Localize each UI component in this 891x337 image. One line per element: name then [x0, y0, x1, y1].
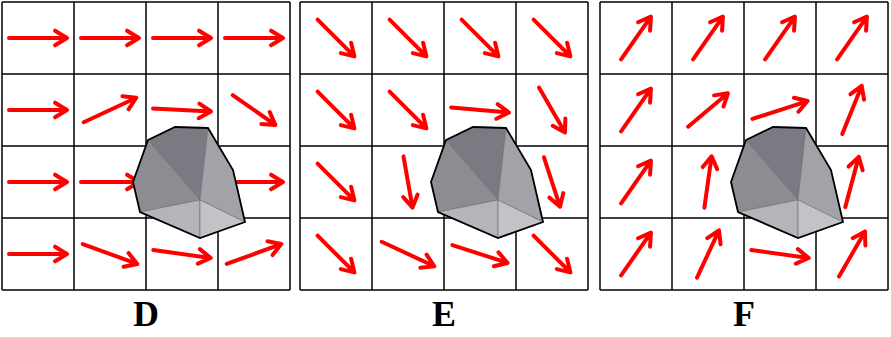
- flow-arrow: [318, 236, 355, 273]
- flow-panel: [600, 2, 888, 290]
- rock-obstacle: [431, 127, 543, 238]
- flow-arrow: [9, 103, 67, 118]
- grid-line: [887, 2, 889, 290]
- flow-arrow: [837, 17, 867, 60]
- flow-arrow: [318, 164, 355, 201]
- flow-arrow: [621, 161, 651, 204]
- flow-arrow: [382, 242, 435, 268]
- flow-arrow: [84, 96, 137, 122]
- rock-facet: [738, 200, 798, 238]
- flow-arrow: [318, 20, 355, 57]
- panel-label: E: [432, 294, 456, 334]
- flow-arrow: [403, 156, 417, 207]
- flow-arrow: [752, 98, 807, 119]
- flow-arrow: [688, 93, 728, 126]
- flow-arrow: [693, 17, 723, 60]
- rock-obstacle: [133, 127, 245, 238]
- flow-arrow: [845, 157, 862, 207]
- flow-arrow: [697, 230, 721, 277]
- rock-facet: [798, 200, 843, 238]
- flow-arrow: [153, 104, 211, 119]
- flow-arrow: [153, 31, 211, 46]
- flow-arrow: [9, 31, 67, 46]
- flow-arrow: [225, 31, 283, 46]
- flow-arrow: [539, 87, 565, 132]
- rock-facet: [133, 140, 200, 212]
- flow-arrow: [621, 233, 651, 276]
- rock-facet: [731, 140, 798, 212]
- flow-arrow: [227, 241, 282, 264]
- flow-arrow: [534, 20, 571, 57]
- flow-arrow: [534, 236, 571, 273]
- panel-label: F: [733, 294, 755, 334]
- flow-arrow: [751, 249, 808, 263]
- flow-arrow: [233, 95, 276, 125]
- grid-line: [600, 289, 888, 291]
- rock-facet: [498, 200, 543, 238]
- flow-arrow: [390, 92, 427, 129]
- flow-arrow: [318, 92, 355, 129]
- grid-line: [289, 2, 291, 290]
- flow-arrow: [621, 17, 651, 60]
- flow-arrow: [390, 20, 427, 57]
- flow-arrow: [703, 156, 717, 207]
- grid-line: [300, 217, 588, 219]
- flow-arrow: [9, 175, 67, 190]
- flow-arrow: [9, 247, 67, 262]
- rock-facet: [438, 200, 498, 238]
- flow-arrow: [462, 20, 499, 57]
- flow-arrow: [81, 31, 139, 46]
- grid-line: [2, 289, 290, 291]
- panel-label: D: [133, 294, 159, 334]
- rock-outline: [133, 127, 245, 238]
- rock-facet: [431, 140, 498, 212]
- flow-arrow: [451, 104, 509, 119]
- flow-panel: [300, 2, 588, 290]
- flow-arrow: [765, 17, 795, 60]
- flow-arrow: [83, 244, 138, 267]
- rock-outline: [431, 127, 543, 238]
- flow-arrow: [153, 249, 210, 263]
- flow-arrow: [839, 231, 865, 276]
- grid-line: [2, 217, 290, 219]
- grid-line: [600, 217, 888, 219]
- rock-facet: [200, 200, 245, 238]
- flow-arrow: [452, 245, 507, 266]
- flow-panel: [2, 2, 290, 290]
- grid-line: [587, 2, 589, 290]
- rock-facet: [140, 200, 200, 238]
- flow-arrow: [621, 89, 651, 132]
- flow-arrow: [81, 175, 139, 190]
- rock-outline: [731, 127, 843, 238]
- grid-line: [300, 289, 588, 291]
- flow-arrow: [842, 86, 864, 134]
- rock-obstacle: [731, 127, 843, 238]
- flow-arrow: [544, 157, 563, 206]
